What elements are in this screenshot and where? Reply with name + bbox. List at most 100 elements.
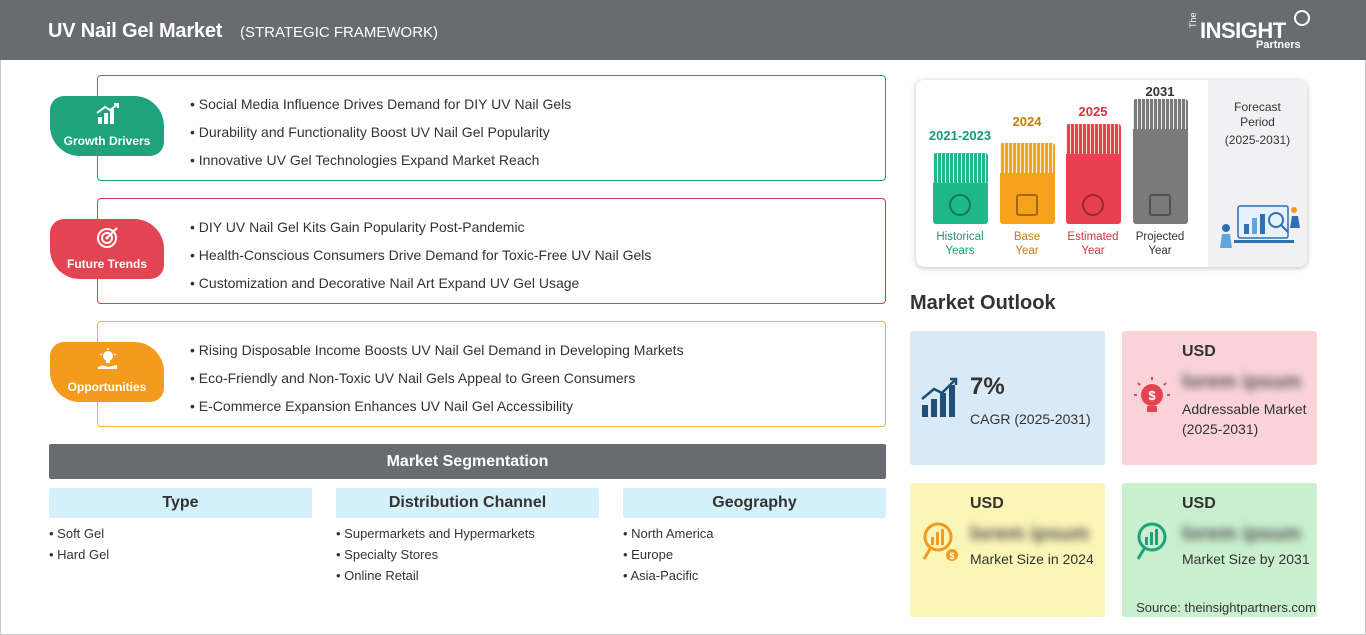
market-size-2031-card: USD lorem ipsum Market Size by 2031 (1122, 483, 1317, 617)
segment-geography: Geography North America Europe Asia-Paci… (623, 488, 886, 588)
bar-chart-up-icon (96, 103, 119, 124)
svg-text:$: $ (949, 551, 954, 561)
forecast-title-line: Period (1240, 115, 1275, 129)
cagr-card: 7% CAGR (2025-2031) (910, 331, 1105, 465)
logo-bulb-icon (1294, 10, 1310, 26)
growth-chart-icon (921, 377, 958, 417)
logo-brand: INSIGHT (1200, 18, 1286, 43)
list-item: Durability and Functionality Boost UV Na… (190, 122, 571, 150)
list-item: Soft Gel (49, 525, 312, 546)
list-item: Supermarkets and Hypermarkets (336, 525, 599, 546)
future-trends-list: DIY UV Nail Gel Kits Gain Popularity Pos… (190, 217, 652, 301)
size-2031-currency: USD (1182, 495, 1216, 512)
forecast-period-panel: Forecast Period (2025-2031) (1208, 80, 1307, 267)
list-item: Hard Gel (49, 546, 312, 567)
calendar-icon (1016, 194, 1038, 216)
analyst-dashboard-icon (1220, 205, 1300, 248)
size-2031-value: lorem ipsum (1182, 523, 1301, 545)
segmentation-title: Market Segmentation (49, 444, 886, 479)
list-item: E-Commerce Expansion Enhances UV Nail Ge… (190, 396, 684, 424)
list-item: Rising Disposable Income Boosts UV Nail … (190, 340, 684, 368)
segment-list: North America Europe Asia-Pacific (623, 525, 886, 588)
bar-year-label: 2031 (1145, 84, 1175, 99)
magnifier-chart-icon (1136, 522, 1167, 560)
list-item: Innovative UV Gel Technologies Expand Ma… (190, 150, 571, 178)
projected-year-bar (1133, 99, 1188, 224)
size-2031-label: Market Size by 2031 (1182, 551, 1310, 567)
bar-caption: Projected Year (1120, 230, 1200, 258)
size-2024-label: Market Size in 2024 (970, 551, 1094, 567)
source-note: Source: theinsightpartners.com (1136, 600, 1316, 615)
logo-suffix: Partners (1256, 39, 1301, 51)
segment-heading: Geography (623, 488, 886, 518)
list-item: North America (623, 525, 886, 546)
gear-chart-icon (1082, 194, 1104, 216)
header-bar: UV Nail Gel Market (STRATEGIC FRAMEWORK)… (0, 0, 1366, 60)
svg-text:$: $ (1148, 388, 1156, 403)
insight-partners-logo: The INSIGHT Partners (1188, 10, 1318, 54)
bar-caption-line: Year (1015, 245, 1039, 257)
list-item: Specialty Stores (336, 546, 599, 567)
opportunities-list: Rising Disposable Income Boosts UV Nail … (190, 340, 684, 424)
bar-year-label: 2024 (1012, 114, 1042, 129)
historical-years-bar (933, 153, 988, 224)
segment-list: Soft Gel Hard Gel (49, 525, 312, 567)
hand-lightbulb-icon (98, 348, 117, 369)
forecast-title: Forecast Period (1208, 100, 1307, 130)
opportunities-label: Opportunities (67, 380, 147, 394)
bar-caption-line: Historical (936, 231, 984, 243)
cagr-value: 7% (970, 373, 1005, 400)
list-item: Europe (623, 546, 886, 567)
page-subtitle: (STRATEGIC FRAMEWORK) (240, 24, 439, 41)
opportunities-tag: Opportunities (50, 342, 164, 402)
segment-heading: Type (49, 488, 312, 518)
presentation-icon (1149, 194, 1171, 216)
segment-type: Type Soft Gel Hard Gel (49, 488, 312, 567)
market-size-2024-card: $ USD lorem ipsum Market Size in 2024 (910, 483, 1105, 617)
bar-caption: Base Year (987, 230, 1067, 258)
estimated-year-bar (1066, 124, 1121, 224)
list-item: Eco-Friendly and Non-Toxic UV Nail Gels … (190, 368, 684, 396)
segment-list: Supermarkets and Hypermarkets Specialty … (336, 525, 599, 588)
list-item: DIY UV Nail Gel Kits Gain Popularity Pos… (190, 217, 651, 245)
bar-caption-line: Year (1081, 245, 1105, 257)
addressable-value: lorem ipsum (1182, 371, 1301, 393)
forecast-range: (2025-2031) (1224, 133, 1291, 147)
bar-caption-line: Projected (1135, 231, 1185, 243)
list-item: Online Retail (336, 567, 599, 588)
timeline-card: 2021-2023 2024 2025 2031 Historical Year… (916, 80, 1307, 267)
market-outlook-title: Market Outlook (910, 292, 1056, 314)
bar-year-label: 2021-2023 (928, 128, 992, 143)
logo-prefix: The (1188, 12, 1198, 28)
addressable-currency: USD (1182, 343, 1216, 360)
bar-year-label: 2025 (1078, 104, 1108, 119)
list-item: Health-Conscious Consumers Drive Demand … (190, 245, 652, 273)
bar-caption-line: Years (945, 245, 975, 257)
bar-stripes (1133, 99, 1188, 129)
bar-caption: Historical Years (920, 230, 1000, 258)
size-2024-currency: USD (970, 495, 1004, 512)
growth-drivers-tag: Growth Drivers (50, 96, 164, 156)
forecast-title-line: Forecast (1234, 100, 1281, 114)
future-trends-tag: Future Trends (50, 219, 164, 279)
cagr-label: CAGR (2025-2031) (970, 411, 1091, 427)
history-icon (949, 194, 971, 216)
future-trends-box: DIY UV Nail Gel Kits Gain Popularity Pos… (97, 198, 886, 304)
bar-stripes (933, 153, 988, 183)
growth-drivers-box: Social Media Influence Drives Demand for… (97, 75, 886, 181)
addressable-label: Addressable Market (2025-2031) (1182, 401, 1307, 437)
bar-caption-line: Year (1148, 245, 1172, 257)
opportunities-box: Rising Disposable Income Boosts UV Nail … (97, 321, 886, 427)
size-2024-value: lorem ipsum (970, 523, 1089, 545)
bar-caption: Estimated Year (1053, 230, 1133, 258)
future-trends-label: Future Trends (66, 257, 147, 271)
segment-distribution-channel: Distribution Channel Supermarkets and Hy… (336, 488, 599, 588)
list-item: Social Media Influence Drives Demand for… (190, 94, 571, 122)
base-year-bar (1000, 143, 1055, 224)
growth-drivers-label: Growth Drivers (63, 134, 151, 148)
bar-stripes (1000, 143, 1055, 173)
dollar-bulb-icon: $ (1134, 377, 1170, 412)
bar-caption-line: Estimated (1067, 231, 1119, 243)
segment-heading: Distribution Channel (336, 488, 599, 518)
bar-stripes (1066, 124, 1121, 154)
